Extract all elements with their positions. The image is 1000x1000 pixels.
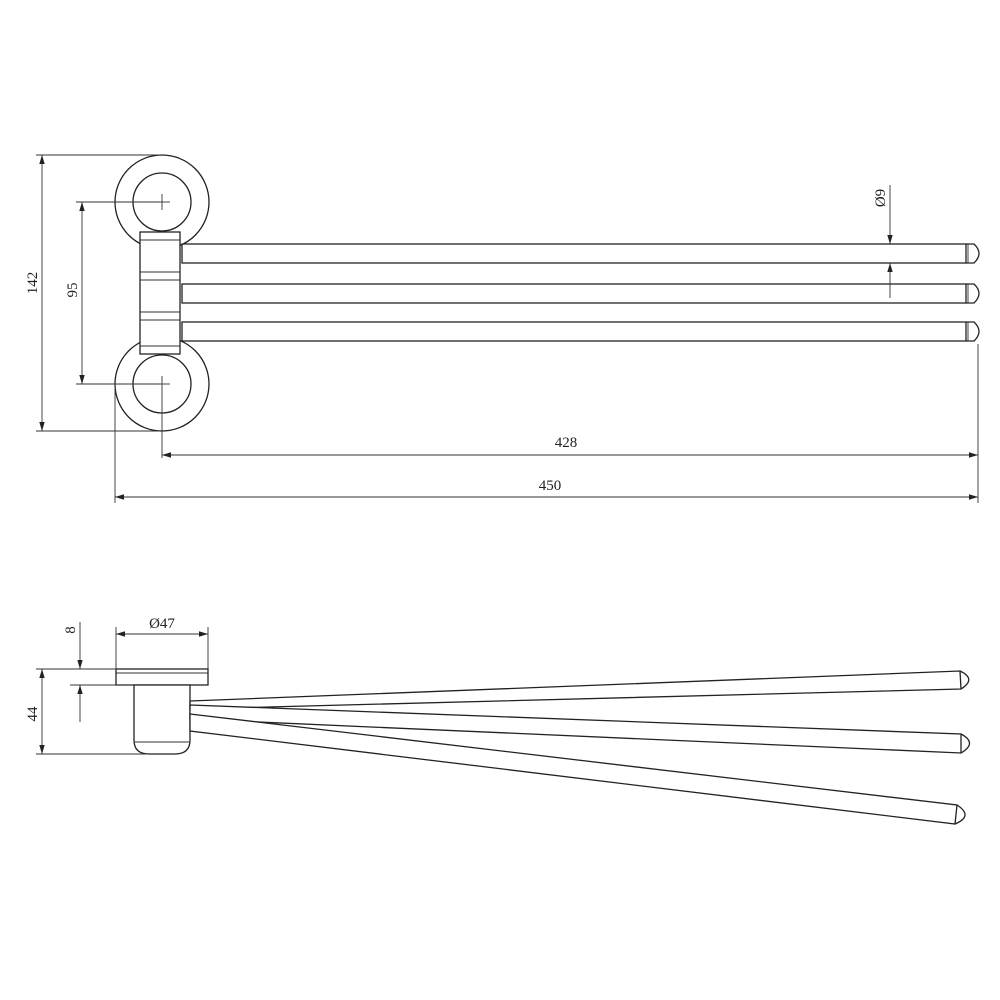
rod-2 <box>181 283 980 304</box>
dim-label-142: 142 <box>25 272 41 295</box>
mount-body <box>133 684 191 755</box>
flange <box>115 668 209 686</box>
dim-height-142: 142 <box>25 154 160 432</box>
dim-label-95: 95 <box>65 283 81 298</box>
dim-label-450: 450 <box>539 478 562 494</box>
dim-center-95: 95 <box>65 201 160 385</box>
side-view: Ø47 8 44 <box>25 616 971 825</box>
dim-label-rod-diameter: Ø9 <box>873 189 889 207</box>
dim-length-450: 450 <box>114 384 979 503</box>
dim-label-44: 44 <box>25 706 41 722</box>
rod-1 <box>181 243 980 264</box>
dim-label-428: 428 <box>555 435 578 451</box>
pivot-column <box>139 231 181 355</box>
dim-label-flange-diameter: Ø47 <box>149 616 175 632</box>
dim-rod-diameter: Ø9 <box>873 185 893 298</box>
dim-depth-44: 44 <box>25 668 145 755</box>
dim-length-428: 428 <box>162 344 979 462</box>
swing-rod-1 <box>189 670 970 710</box>
rod-3 <box>181 321 980 342</box>
dim-flange-thickness: 8 <box>63 622 134 722</box>
dim-label-flange-thickness: 8 <box>63 626 79 634</box>
top-view: 142 95 Ø9 428 450 <box>25 154 980 503</box>
dim-flange-diameter: Ø47 <box>115 616 209 669</box>
swing-rod-3 <box>189 713 966 825</box>
